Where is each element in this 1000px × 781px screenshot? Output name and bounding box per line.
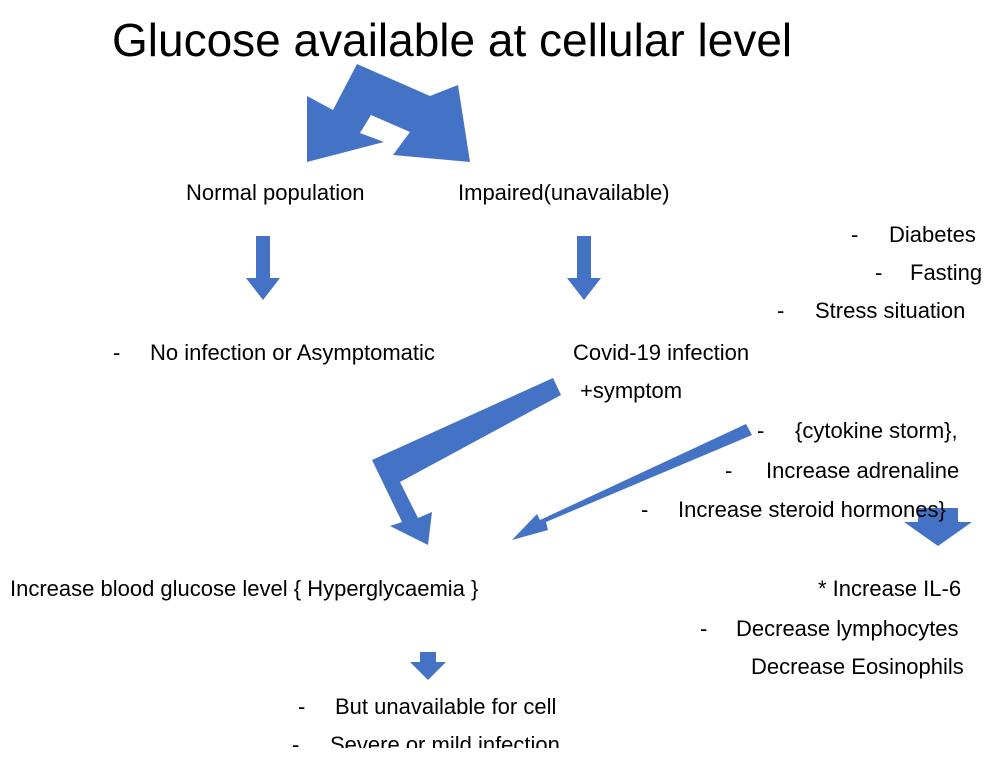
down-arrow-immune-icon bbox=[904, 508, 972, 546]
mechanism-steroid-hormones: Increase steroid hormones} bbox=[678, 497, 946, 522]
cause-bullet: - bbox=[851, 222, 859, 247]
outcome-no-infection: No infection or Asymptomatic bbox=[150, 340, 435, 365]
bottom-crop bbox=[0, 748, 1000, 781]
mechanism-bullet: - bbox=[641, 497, 649, 522]
outcome-symptom: +symptom bbox=[580, 378, 683, 403]
immune-eosinophils: Decrease Eosinophils bbox=[751, 654, 964, 679]
result-bullet: - bbox=[292, 732, 300, 757]
result-bullet: - bbox=[298, 694, 306, 719]
mechanism-adrenaline: Increase adrenaline bbox=[766, 458, 960, 483]
cause-diabetes: Diabetes bbox=[889, 222, 976, 247]
page-title: Glucose available at cellular level bbox=[112, 14, 793, 66]
cause-fasting: Fasting bbox=[910, 260, 983, 285]
cause-stress: Stress situation bbox=[815, 298, 966, 323]
split-arrow-notch-icon bbox=[362, 116, 409, 145]
result-unavailable: But unavailable for cell bbox=[335, 694, 557, 719]
outcome-bullet: - bbox=[113, 340, 121, 365]
immune-il6: * Increase IL-6 bbox=[818, 576, 962, 601]
down-arrow-bottom-icon bbox=[410, 652, 446, 680]
cause-bullet: - bbox=[777, 298, 785, 323]
immune-bullet: - bbox=[700, 616, 708, 641]
immune-lymphocytes: Decrease lymphocytes bbox=[736, 616, 959, 641]
mechanism-bullet: - bbox=[725, 458, 733, 483]
split-arrow-icon bbox=[307, 64, 470, 162]
outcome-covid-infection: Covid-19 infection bbox=[573, 340, 750, 365]
mechanism-cytokine-storm: {cytokine storm}, bbox=[795, 418, 958, 443]
down-arrow-right-icon bbox=[567, 236, 601, 300]
hyperglycaemia-label: Increase blood glucose level { Hyperglyc… bbox=[10, 576, 479, 601]
cause-bullet: - bbox=[875, 260, 883, 285]
down-arrow-left-icon bbox=[246, 236, 280, 300]
diagonal-arrow-icon bbox=[512, 424, 752, 540]
bent-arrow-icon bbox=[372, 378, 561, 545]
branch-normal-population: Normal population bbox=[186, 180, 365, 205]
branch-impaired: Impaired(unavailable) bbox=[458, 180, 670, 205]
mechanism-bullet: - bbox=[757, 418, 765, 443]
